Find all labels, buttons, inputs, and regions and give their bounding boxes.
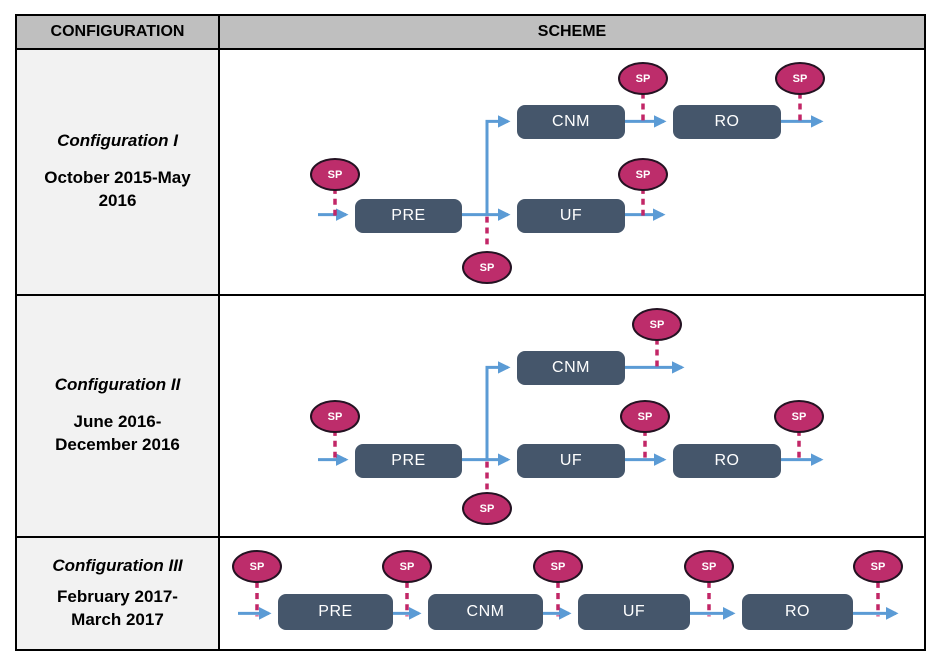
- configuration-scheme-table: CONFIGURATION SCHEME Configuration I Oct…: [15, 14, 926, 651]
- sp-marker-cnm-ro: SP: [618, 62, 668, 95]
- configuration-2-label-cell: Configuration II June 2016- December 201…: [17, 296, 220, 536]
- table-row-configuration-3: Configuration III February 2017- March 2…: [17, 538, 924, 649]
- header-configuration: CONFIGURATION: [17, 16, 220, 48]
- sp-marker-feed: SP: [232, 550, 282, 583]
- process-box-ro: RO: [673, 444, 781, 478]
- flow-diagram-2: [318, 338, 824, 491]
- sp-marker-ro-outlet: SP: [775, 62, 825, 95]
- sp-marker-uf-ro: SP: [684, 550, 734, 583]
- flow-diagram-1: [318, 92, 824, 250]
- sp-marker-junction: SP: [462, 492, 512, 525]
- configuration-3-label-cell: Configuration III February 2017- March 2…: [17, 538, 220, 649]
- process-box-ro: RO: [673, 105, 781, 139]
- sp-marker-pre-cnm: SP: [382, 550, 432, 583]
- branch-to-cnm-arrow: [485, 115, 511, 215]
- process-box-uf: UF: [578, 594, 690, 630]
- process-box-pre: PRE: [355, 444, 462, 478]
- configuration-3-period: February 2017- March 2017: [57, 586, 178, 629]
- sp-marker-ro-outlet: SP: [774, 400, 824, 433]
- sp-marker-uf-ro: SP: [620, 400, 670, 433]
- table-header-row: CONFIGURATION SCHEME: [17, 16, 924, 50]
- configuration-3-name: Configuration III: [52, 555, 183, 575]
- sp-marker-ro-outlet: SP: [853, 550, 903, 583]
- configuration-2-name: Configuration II: [54, 375, 181, 395]
- flow-diagram-3: [238, 581, 899, 620]
- sp-marker-feed: SP: [310, 400, 360, 433]
- header-scheme: SCHEME: [220, 16, 924, 48]
- process-box-ro: RO: [742, 594, 853, 630]
- configuration-2-period: June 2016- December 2016: [55, 412, 180, 454]
- configuration-3-scheme: PRE CNM UF RO SP SP SP SP SP: [220, 538, 924, 649]
- sp-marker-uf-outlet: SP: [618, 158, 668, 191]
- process-box-uf: UF: [517, 444, 625, 478]
- sp-marker-junction: SP: [462, 251, 512, 284]
- configuration-1-scheme: PRE CNM RO UF SP SP SP SP SP: [220, 50, 924, 294]
- branch-to-cnm-arrow: [485, 361, 511, 460]
- process-box-uf: UF: [517, 199, 625, 233]
- configuration-1-name: Configuration I: [57, 131, 178, 151]
- table-row-configuration-1: Configuration I October 2015-May 2016: [17, 50, 924, 296]
- process-box-pre: PRE: [355, 199, 462, 233]
- table-row-configuration-2: Configuration II June 2016- December 201…: [17, 296, 924, 538]
- sp-marker-cnm-uf: SP: [533, 550, 583, 583]
- configuration-2-scheme: CNM PRE UF RO SP SP SP SP SP: [220, 296, 924, 536]
- configuration-1-label-cell: Configuration I October 2015-May 2016: [17, 50, 220, 294]
- process-box-cnm: CNM: [428, 594, 543, 630]
- process-box-cnm: CNM: [517, 351, 625, 385]
- sp-marker-feed: SP: [310, 158, 360, 191]
- sp-marker-cnm-outlet: SP: [632, 308, 682, 341]
- configuration-1-period: October 2015-May 2016: [44, 168, 191, 210]
- process-box-cnm: CNM: [517, 105, 625, 139]
- process-box-pre: PRE: [278, 594, 393, 630]
